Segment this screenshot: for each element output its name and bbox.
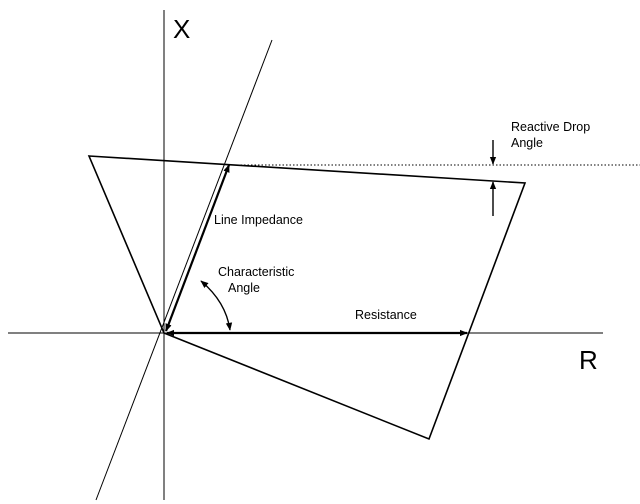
resistance-label: Resistance (355, 308, 417, 322)
line-impedance-arrow (164, 164, 231, 332)
characteristic-angle-arc (200, 280, 233, 331)
characteristic-label-line1: Characteristic (218, 265, 294, 279)
reactive-drop-angle-label: Reactive Drop Angle (511, 120, 594, 150)
quadrilateral-characteristic (87, 155, 527, 441)
characteristic-label-line2: Angle (228, 281, 260, 295)
characteristic-angle-label: Characteristic Angle (218, 265, 298, 295)
r-axis-label: R (579, 345, 598, 375)
line-impedance-label: Line Impedance (214, 213, 303, 227)
x-axis-label: X (173, 14, 190, 44)
reactive-drop-label-line2: Angle (511, 136, 543, 150)
reactive-drop-label-line1: Reactive Drop (511, 120, 590, 134)
